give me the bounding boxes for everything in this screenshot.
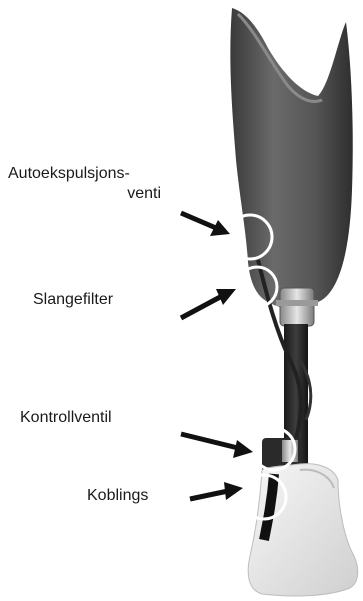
label-auto-expulsion-valve-line1: Autoekspulsjons-	[8, 164, 130, 184]
label-hose-filter: Slangefilter	[33, 290, 113, 310]
pyramid-adapter	[280, 288, 314, 326]
arrow-control-valve	[181, 434, 253, 458]
arrow-hose-filter	[181, 289, 236, 318]
arrow-auto-expulsion-valve	[181, 213, 230, 236]
label-auto-expulsion-valve-line2: venti	[8, 184, 161, 204]
socket-shape	[230, 8, 352, 309]
arrow-coupling	[190, 482, 243, 500]
label-control-valve: Kontrollventil	[20, 408, 112, 428]
label-coupling: Koblings	[87, 486, 148, 506]
